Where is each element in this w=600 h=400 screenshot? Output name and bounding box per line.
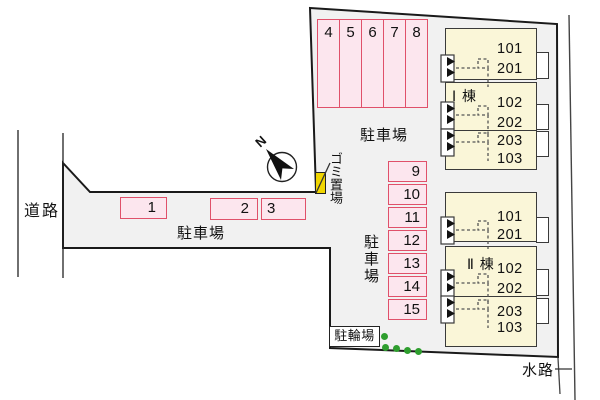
stall-number: 1 <box>147 199 156 216</box>
balcony <box>536 104 549 130</box>
room-number: 202 <box>497 115 523 131</box>
parking-stall: 7 <box>383 19 406 108</box>
room-number: 201 <box>497 61 523 77</box>
shrub-icon <box>382 344 389 351</box>
building-name: Ⅰ 棟 <box>452 88 478 104</box>
unit-divider <box>446 130 536 131</box>
parking-stall: 3 <box>261 198 306 220</box>
parking-label-strip: 駐車場 <box>177 225 226 242</box>
north-label: N <box>252 132 270 151</box>
parking-stall: 15 <box>388 299 427 320</box>
balcony <box>536 269 549 296</box>
stall-number: 10 <box>403 186 420 203</box>
stall-number: 12 <box>403 232 420 249</box>
shrub-icon <box>393 345 400 352</box>
stall-number: 5 <box>346 24 355 41</box>
room-number: 203 <box>497 133 523 149</box>
stall-number: 4 <box>324 24 333 41</box>
stall-number: 11 <box>404 209 420 226</box>
shrub-icon <box>381 333 388 340</box>
building-1-unit-b: Ⅰ 棟 102 202 203 103 <box>445 82 549 170</box>
balcony <box>536 52 549 79</box>
parking-stall: 4 <box>317 19 340 108</box>
room-number: 201 <box>497 227 523 243</box>
stall-number: 14 <box>403 278 420 295</box>
stall-number: 9 <box>411 163 420 180</box>
parking-stall: 9 <box>388 161 427 182</box>
garbage-area-box <box>315 172 326 194</box>
bicycle-parking-label: 駐輪場 <box>329 326 380 347</box>
shrub-icon <box>404 347 411 354</box>
parking-stall: 12 <box>388 230 427 251</box>
stall-number: 15 <box>403 301 420 318</box>
balcony <box>536 298 549 324</box>
parking-stall: 1 <box>120 197 167 219</box>
stall-number: 6 <box>368 24 377 41</box>
unit-divider <box>446 296 536 297</box>
parking-stall: 8 <box>405 19 428 108</box>
balcony <box>536 131 549 157</box>
compass-circle <box>266 151 298 183</box>
building-2-unit-a: 101 201 <box>445 192 549 243</box>
parking-stall: 5 <box>339 19 362 108</box>
room-number: 202 <box>497 281 523 297</box>
shrub-icon <box>415 348 422 355</box>
road-label: 道路 <box>24 203 61 220</box>
parking-label-top: 駐車場 <box>360 127 409 144</box>
room-number: 101 <box>497 41 523 57</box>
parking-stall: 2 <box>210 198 258 220</box>
stall-number: 3 <box>267 200 276 217</box>
stall-number: 2 <box>240 200 249 217</box>
parking-stall: 13 <box>388 253 427 274</box>
room-number: 102 <box>497 261 523 277</box>
compass-needle-icon <box>266 149 294 180</box>
building-name: Ⅱ 棟 <box>467 256 495 272</box>
parking-stall: 14 <box>388 276 427 297</box>
room-number: 102 <box>497 95 523 111</box>
waterway-label: 水路 <box>522 362 555 379</box>
stall-number: 8 <box>412 24 421 41</box>
stall-number: 13 <box>403 255 420 272</box>
parking-stall: 10 <box>388 184 427 205</box>
room-number: 101 <box>497 209 523 225</box>
room-number: 103 <box>497 151 523 167</box>
building-2-unit-b: Ⅱ 棟 102 202 203 103 <box>445 246 549 347</box>
building-1-unit-a: 101 201 <box>445 28 549 80</box>
room-number: 103 <box>497 320 523 336</box>
parking-stall: 6 <box>361 19 384 108</box>
stall-number: 7 <box>390 24 399 41</box>
garbage-area-label: ゴミ置場 <box>328 152 343 204</box>
parking-stall: 11 <box>388 207 427 228</box>
parking-label-right: 駐車場 <box>362 234 379 285</box>
waterway-line <box>568 14 576 400</box>
balcony <box>536 217 549 243</box>
waterway-edge-line <box>557 357 561 395</box>
room-number: 203 <box>497 304 523 320</box>
